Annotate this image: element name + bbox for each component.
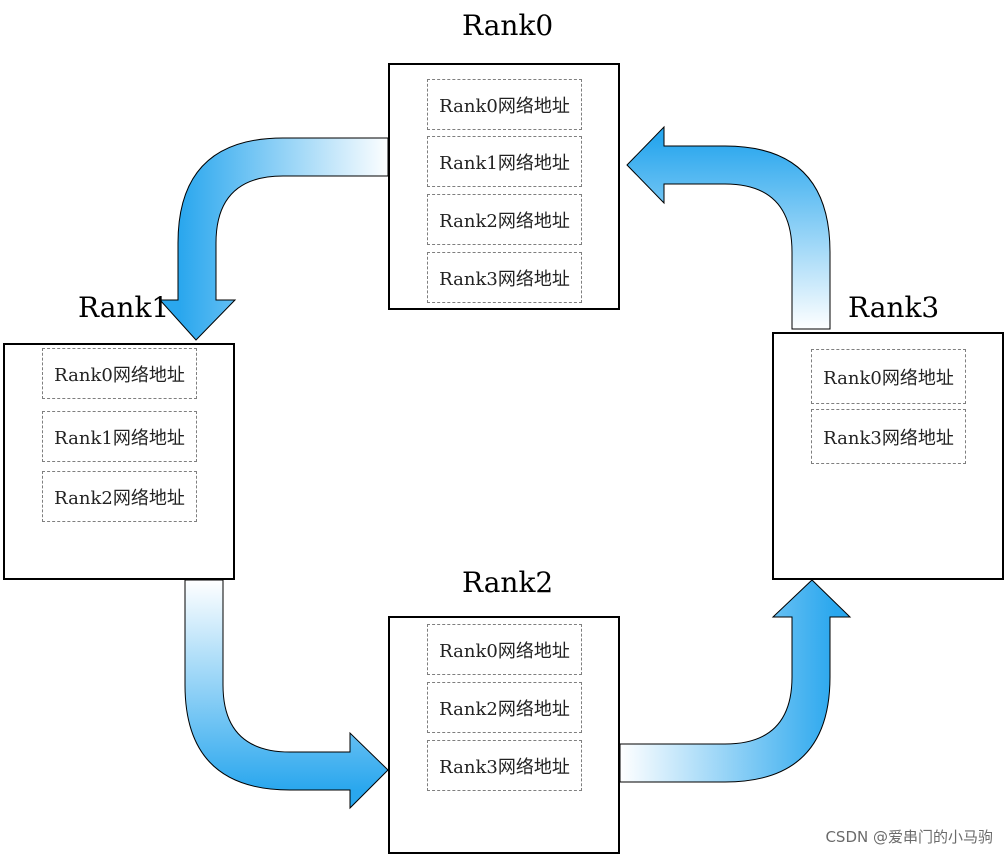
rank1-box: Rank0网络地址 Rank1网络地址 Rank2网络地址 [3, 343, 235, 580]
rank0-address-2: Rank2网络地址 [427, 194, 582, 245]
arrow-rank1-to-rank2 [184, 579, 389, 810]
rank1-address-2: Rank2网络地址 [42, 471, 197, 522]
rank0-address-3: Rank3网络地址 [427, 252, 582, 303]
rank3-title: Rank3 [848, 291, 940, 324]
rank1-address-0: Rank0网络地址 [42, 348, 197, 399]
rank3-box: Rank0网络地址 Rank3网络地址 [772, 332, 1004, 580]
watermark: CSDN @爱串门的小马驹 [825, 828, 993, 846]
rank2-address-0: Rank0网络地址 [427, 624, 582, 675]
rank3-address-1: Rank3网络地址 [811, 409, 966, 464]
rank1-address-1: Rank1网络地址 [42, 411, 197, 462]
rank2-title: Rank2 [462, 566, 554, 599]
rank0-title: Rank0 [462, 9, 554, 42]
arrow-rank0-to-rank1 [158, 137, 389, 341]
rank1-title: Rank1 [78, 291, 170, 324]
rank0-address-0: Rank0网络地址 [427, 79, 582, 130]
arrow-rank2-to-rank3 [619, 579, 852, 783]
rank2-address-1: Rank2网络地址 [427, 682, 582, 733]
rank2-box: Rank0网络地址 Rank2网络地址 Rank3网络地址 [388, 616, 620, 854]
rank0-address-1: Rank1网络地址 [427, 136, 582, 187]
rank3-address-0: Rank0网络地址 [811, 349, 966, 404]
arrow-rank3-to-rank0 [626, 125, 831, 330]
rank0-box: Rank0网络地址 Rank1网络地址 Rank2网络地址 Rank3网络地址 [388, 63, 620, 310]
rank2-address-2: Rank3网络地址 [427, 740, 582, 791]
